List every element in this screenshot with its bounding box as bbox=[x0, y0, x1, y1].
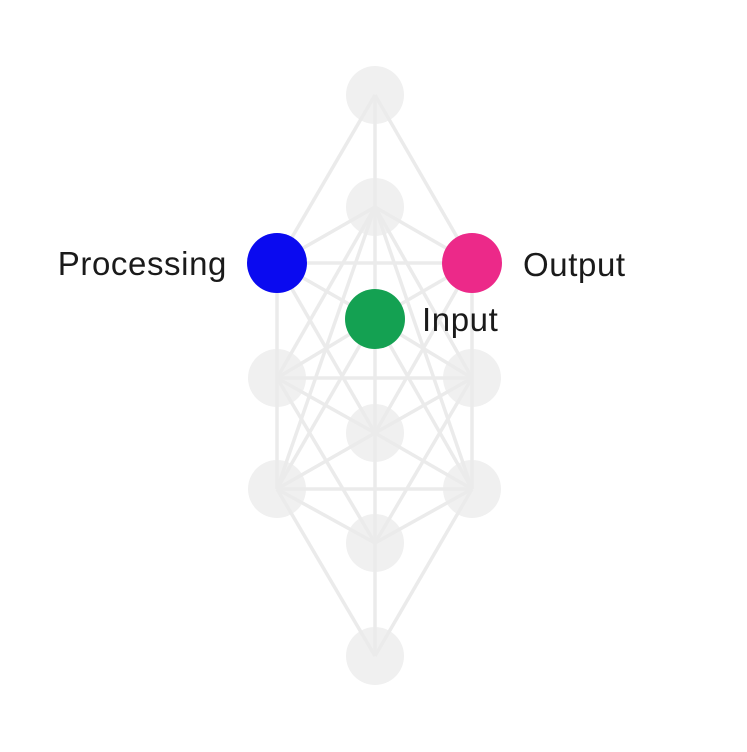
graph-edge bbox=[275, 488, 377, 657]
label-input: Input bbox=[422, 301, 498, 338]
label-output: Output bbox=[523, 246, 626, 283]
input-node bbox=[345, 289, 405, 349]
graph-edge bbox=[374, 487, 473, 545]
processing-node bbox=[247, 233, 307, 293]
graph-edge bbox=[374, 376, 473, 435]
graph-edge bbox=[373, 488, 474, 657]
label-processing: Processing bbox=[58, 245, 227, 282]
output-node bbox=[442, 233, 502, 293]
graph-edge bbox=[374, 431, 473, 491]
highlight-nodes-layer bbox=[247, 233, 502, 349]
edges-layer bbox=[275, 94, 474, 657]
graph-edge bbox=[276, 487, 376, 545]
graph-edge bbox=[373, 94, 474, 264]
graph-edge bbox=[275, 94, 377, 264]
graph-edge bbox=[276, 431, 376, 491]
graph-edge bbox=[276, 376, 376, 435]
